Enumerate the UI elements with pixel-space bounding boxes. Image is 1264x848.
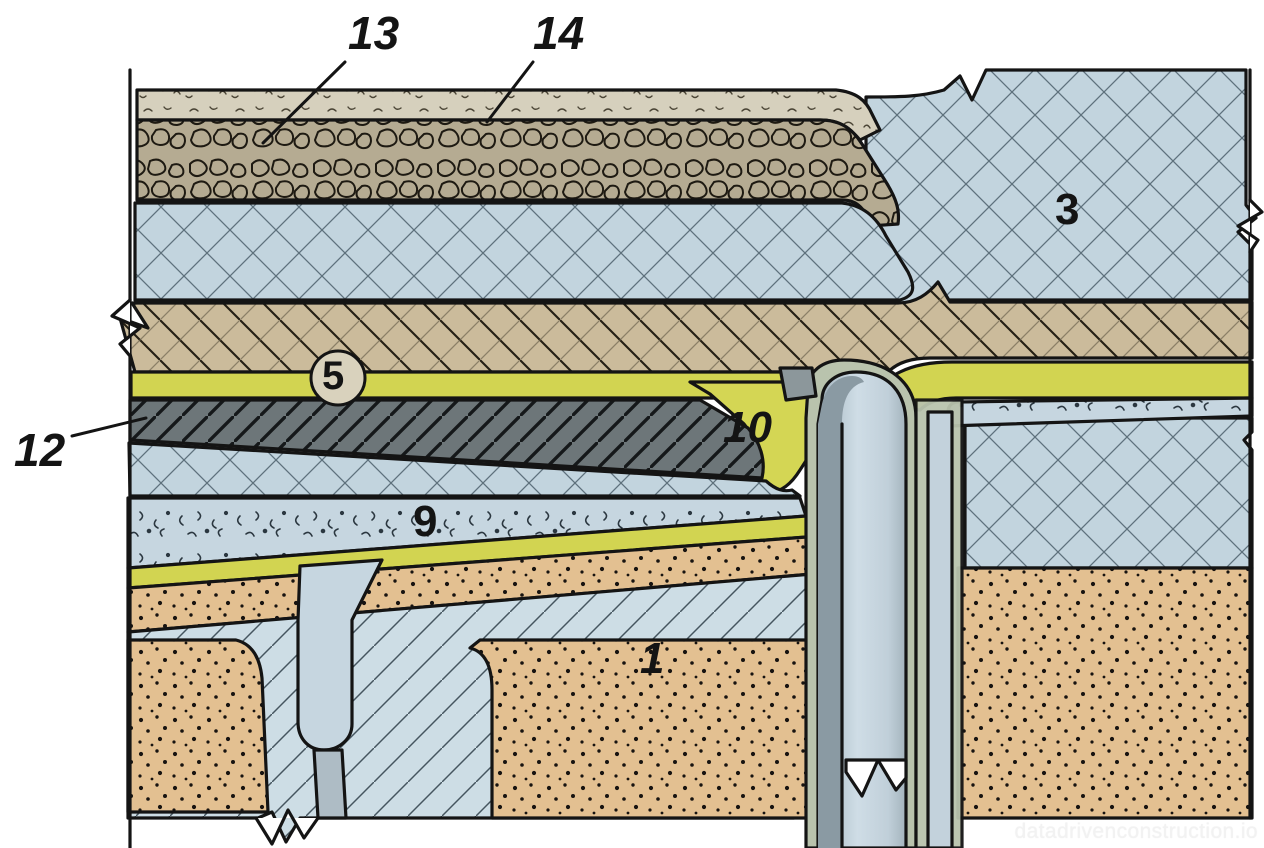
callout-14: 14 xyxy=(533,7,585,59)
left-break-symbol xyxy=(110,298,142,358)
leader-lines xyxy=(70,60,535,438)
layer-insulation-right-lower xyxy=(963,416,1254,570)
callout-10: 10 xyxy=(723,403,772,452)
soil-shoulder-left xyxy=(126,638,270,814)
element-drain-stub xyxy=(296,558,384,820)
callout-5: 5 xyxy=(322,354,345,398)
callout-1: 1 xyxy=(640,634,665,683)
callout-13: 13 xyxy=(348,7,400,59)
callout-12: 12 xyxy=(14,424,66,476)
layer-crushed-stone-base xyxy=(135,118,901,228)
watermark: datadrivenconstruction.io xyxy=(1014,820,1258,843)
layer-soil-fill-right-lower xyxy=(956,566,1254,820)
layer-drainage-mat xyxy=(128,398,765,480)
element-drainage-pipe xyxy=(778,358,918,848)
leader-13 xyxy=(261,60,347,145)
layer-insulation-upper-left xyxy=(133,201,915,302)
layer-insulation-lower xyxy=(127,441,802,498)
callout-3: 3 xyxy=(1055,185,1080,234)
right-break-symbol xyxy=(1236,198,1264,254)
leader-12 xyxy=(70,416,148,438)
element-pipe-collar-right xyxy=(914,398,964,848)
callout-5-badge xyxy=(309,349,367,407)
bottom-break-symbol xyxy=(254,808,320,846)
callout-9: 9 xyxy=(413,497,438,546)
leader-14 xyxy=(485,60,535,124)
